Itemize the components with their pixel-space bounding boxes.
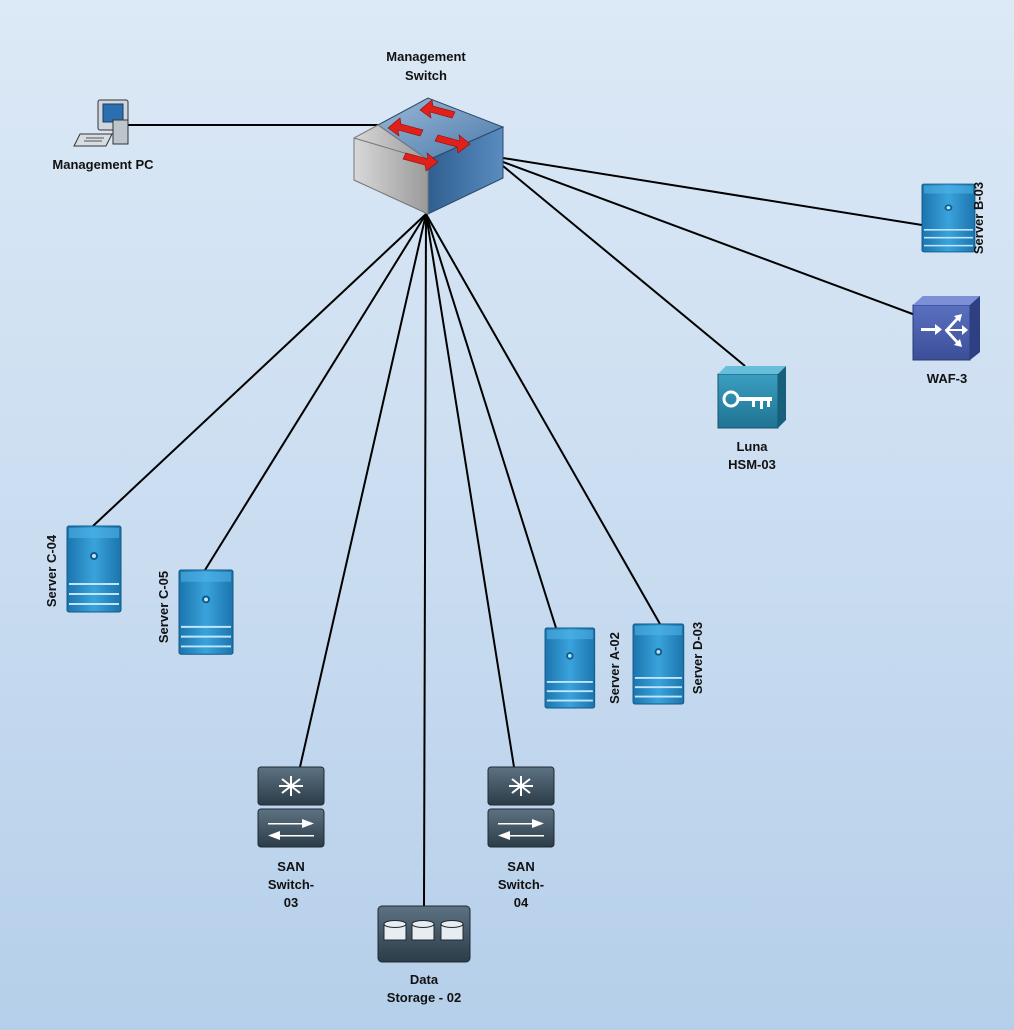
san-switch-04-label-2: Switch- — [498, 877, 544, 892]
server-icon — [632, 623, 685, 705]
server-d03[interactable]: Server D-03 — [632, 622, 705, 705]
server-c05-label: Server C-05 — [156, 571, 171, 643]
server-a02-label: Server A-02 — [607, 632, 622, 704]
link-server-c04 — [92, 213, 427, 527]
san-switch-03-label-3: 03 — [284, 895, 298, 910]
san-switch-04-label-1: SAN — [507, 859, 534, 874]
server-icon — [178, 569, 234, 656]
server-c05[interactable]: Server C-05 — [156, 569, 234, 656]
data-storage-label-2: Storage - 02 — [387, 990, 461, 1005]
waf3[interactable]: WAF-3 — [912, 296, 980, 386]
server-b03-label: Server B-03 — [971, 182, 986, 254]
san-switch-03-label-1: SAN — [277, 859, 304, 874]
data-storage-label-1: Data — [410, 972, 439, 987]
management-switch-label-2: Switch — [405, 68, 447, 83]
link-waf3 — [502, 161, 919, 317]
server-icon — [921, 183, 976, 253]
data-storage[interactable]: Data Storage - 02 — [377, 905, 471, 1005]
link-server-a02 — [425, 213, 557, 629]
links — [92, 124, 923, 907]
san-switch-03-label-2: Switch- — [268, 877, 314, 892]
server-a02[interactable]: Server A-02 — [544, 627, 622, 709]
san-switch-04[interactable]: SAN Switch- 04 — [487, 766, 555, 910]
workstation-icon — [73, 99, 129, 147]
link-san-switch-03 — [299, 213, 427, 768]
server-c04-label: Server C-04 — [44, 534, 59, 607]
waf3-label: WAF-3 — [927, 371, 967, 386]
san-switch-icon — [487, 766, 555, 848]
san-switch-04-label-3: 04 — [514, 895, 529, 910]
link-server-c05 — [204, 213, 427, 571]
link-data-storage — [423, 213, 427, 907]
management-switch[interactable]: Management Switch — [353, 49, 505, 215]
server-icon — [66, 525, 122, 613]
link-server-b03 — [502, 157, 923, 226]
luna-hsm[interactable]: Luna HSM-03 — [717, 366, 786, 472]
link-san-switch-04 — [425, 213, 515, 768]
san-switch-icon — [257, 766, 325, 848]
server-c04[interactable]: Server C-04 — [44, 525, 122, 613]
key-hsm-icon — [717, 366, 786, 429]
san-switch-03[interactable]: SAN Switch- 03 — [257, 766, 325, 910]
server-icon — [544, 627, 596, 709]
server-d03-label: Server D-03 — [690, 622, 705, 694]
link-luna-hsm — [502, 165, 746, 367]
luna-hsm-label-1: Luna — [736, 439, 768, 454]
luna-hsm-label-2: HSM-03 — [728, 457, 776, 472]
management-pc-label: Management PC — [52, 157, 154, 172]
management-pc[interactable]: Management PC — [52, 99, 154, 172]
storage-array-icon — [377, 905, 471, 963]
link-server-d03 — [425, 213, 661, 625]
web-application-firewall-icon — [912, 296, 980, 361]
layer2-switch-icon — [353, 97, 505, 215]
server-b03[interactable]: Server B-03 — [921, 182, 986, 254]
management-switch-label-1: Management — [386, 49, 466, 64]
